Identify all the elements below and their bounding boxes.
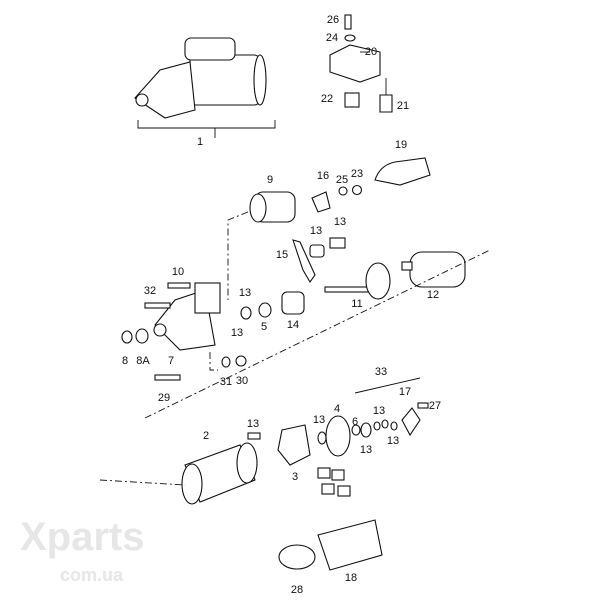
- label-9: 9: [266, 174, 274, 186]
- end-cover-4: [325, 415, 351, 457]
- label-29: 29: [157, 392, 171, 404]
- gasket-18: [317, 519, 383, 571]
- label-11: 11: [351, 298, 363, 310]
- label-15: 15: [275, 249, 289, 261]
- nut-30: [235, 355, 247, 367]
- label-18: 18: [344, 572, 358, 584]
- label-23: 23: [350, 168, 364, 180]
- label-8: 8: [121, 355, 129, 367]
- starter-assembly: [134, 37, 276, 138]
- ring-13: [360, 422, 372, 438]
- label-6: 6: [351, 416, 359, 428]
- armature-12: [401, 251, 466, 288]
- label-10: 10: [171, 266, 185, 278]
- label-31: 31: [219, 376, 233, 388]
- brush-plate-3: [277, 424, 311, 466]
- label-2: 2: [202, 430, 210, 442]
- bushing-8: [121, 330, 133, 344]
- bracket-parts: [329, 14, 393, 113]
- label-5: 5: [260, 321, 268, 333]
- solenoid-9: [227, 191, 296, 300]
- part-13c: [247, 432, 261, 440]
- label-24: 24: [325, 32, 339, 44]
- label-27: 27: [428, 400, 442, 412]
- clamp-28: [278, 544, 316, 570]
- label-13: 13: [238, 287, 252, 299]
- bushing-5: [258, 302, 272, 318]
- watermark-brand: Xparts: [20, 515, 145, 559]
- pinion-14: [281, 291, 305, 315]
- bolt-32: [144, 302, 171, 309]
- label-25: 25: [335, 174, 349, 186]
- part-16: [311, 191, 331, 213]
- label-1: 1: [196, 136, 204, 148]
- bushing-8a: [135, 328, 149, 344]
- screw-27: [417, 402, 429, 409]
- label-33: 33: [374, 366, 388, 378]
- label-7: 7: [167, 355, 175, 367]
- part-13d: [317, 431, 327, 445]
- label-13: 13: [312, 414, 326, 426]
- label-21: 21: [396, 100, 410, 112]
- washer-13a: [373, 421, 381, 431]
- bushing-13: [240, 306, 252, 320]
- drive-housing-7: [153, 282, 221, 351]
- part-23: [351, 184, 363, 196]
- label-4: 4: [333, 403, 341, 415]
- label-26: 26: [326, 14, 340, 26]
- label-8a: 8A: [136, 355, 150, 367]
- washer-13b: [381, 419, 389, 429]
- part-13b: [309, 244, 325, 258]
- label-3: 3: [291, 471, 299, 483]
- brushes: [317, 467, 351, 497]
- cap-17: [401, 407, 421, 437]
- watermark-domain: com.ua: [60, 565, 124, 585]
- cover-19: [374, 157, 431, 186]
- label-28: 28: [290, 584, 304, 596]
- shaft-11: [324, 262, 391, 300]
- label-17: 17: [398, 386, 412, 398]
- label-20: 20: [364, 46, 378, 58]
- label-19: 19: [394, 139, 408, 151]
- bolt-33: [354, 377, 421, 394]
- label-22: 22: [320, 93, 334, 105]
- label-13: 13: [230, 327, 244, 339]
- part-25: [338, 186, 348, 196]
- label-13: 13: [359, 444, 373, 456]
- bolt-10: [167, 282, 191, 289]
- clip-13: [390, 421, 398, 431]
- washer-31: [221, 356, 231, 368]
- label-13: 13: [309, 225, 323, 237]
- label-13: 13: [386, 435, 400, 447]
- label-16: 16: [316, 170, 330, 182]
- label-13: 13: [372, 405, 386, 417]
- bushing-6: [351, 424, 361, 436]
- lever-15: [292, 239, 316, 284]
- label-32: 32: [143, 285, 157, 297]
- bolt-29: [154, 374, 181, 381]
- label-13: 13: [246, 418, 260, 430]
- yoke-2: [181, 442, 258, 505]
- label-13: 13: [333, 216, 347, 228]
- part-13a: [329, 237, 346, 249]
- label-30: 30: [235, 375, 249, 387]
- label-12: 12: [426, 289, 440, 301]
- label-14: 14: [286, 319, 300, 331]
